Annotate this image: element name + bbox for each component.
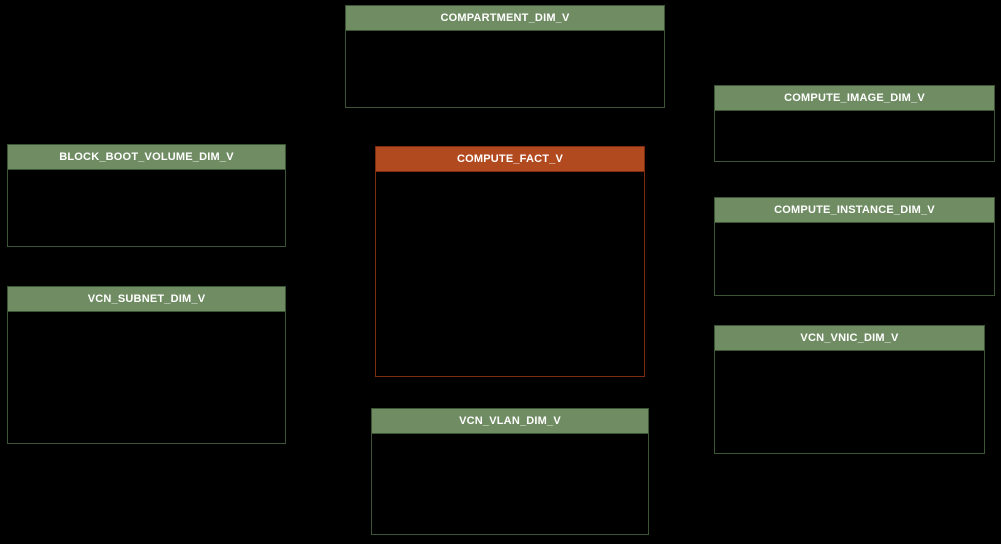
- table-header-compartment-dim-v: COMPARTMENT_DIM_V: [346, 6, 664, 31]
- table-vcn-vnic-dim-v[interactable]: VCN_VNIC_DIM_V: [714, 325, 985, 454]
- table-body-compute-instance-dim-v: [715, 223, 994, 295]
- table-compute-image-dim-v[interactable]: COMPUTE_IMAGE_DIM_V: [714, 85, 995, 162]
- table-header-vcn-vnic-dim-v: VCN_VNIC_DIM_V: [715, 326, 984, 351]
- table-compute-fact-v[interactable]: COMPUTE_FACT_V: [375, 146, 645, 377]
- table-body-compute-fact-v: [376, 172, 644, 376]
- table-header-compute-image-dim-v: COMPUTE_IMAGE_DIM_V: [715, 86, 994, 111]
- table-body-vcn-subnet-dim-v: [8, 312, 285, 443]
- table-body-vcn-vlan-dim-v: [372, 434, 648, 534]
- table-header-compute-instance-dim-v: COMPUTE_INSTANCE_DIM_V: [715, 198, 994, 223]
- table-body-compartment-dim-v: [346, 31, 664, 107]
- table-header-vcn-subnet-dim-v: VCN_SUBNET_DIM_V: [8, 287, 285, 312]
- table-compartment-dim-v[interactable]: COMPARTMENT_DIM_V: [345, 5, 665, 108]
- table-header-vcn-vlan-dim-v: VCN_VLAN_DIM_V: [372, 409, 648, 434]
- table-compute-instance-dim-v[interactable]: COMPUTE_INSTANCE_DIM_V: [714, 197, 995, 296]
- table-body-vcn-vnic-dim-v: [715, 351, 984, 453]
- table-header-block-boot-volume-dim-v: BLOCK_BOOT_VOLUME_DIM_V: [8, 145, 285, 170]
- table-block-boot-volume-dim-v[interactable]: BLOCK_BOOT_VOLUME_DIM_V: [7, 144, 286, 247]
- table-body-compute-image-dim-v: [715, 111, 994, 161]
- table-vcn-vlan-dim-v[interactable]: VCN_VLAN_DIM_V: [371, 408, 649, 535]
- table-header-compute-fact-v: COMPUTE_FACT_V: [376, 147, 644, 172]
- table-vcn-subnet-dim-v[interactable]: VCN_SUBNET_DIM_V: [7, 286, 286, 444]
- table-body-block-boot-volume-dim-v: [8, 170, 285, 246]
